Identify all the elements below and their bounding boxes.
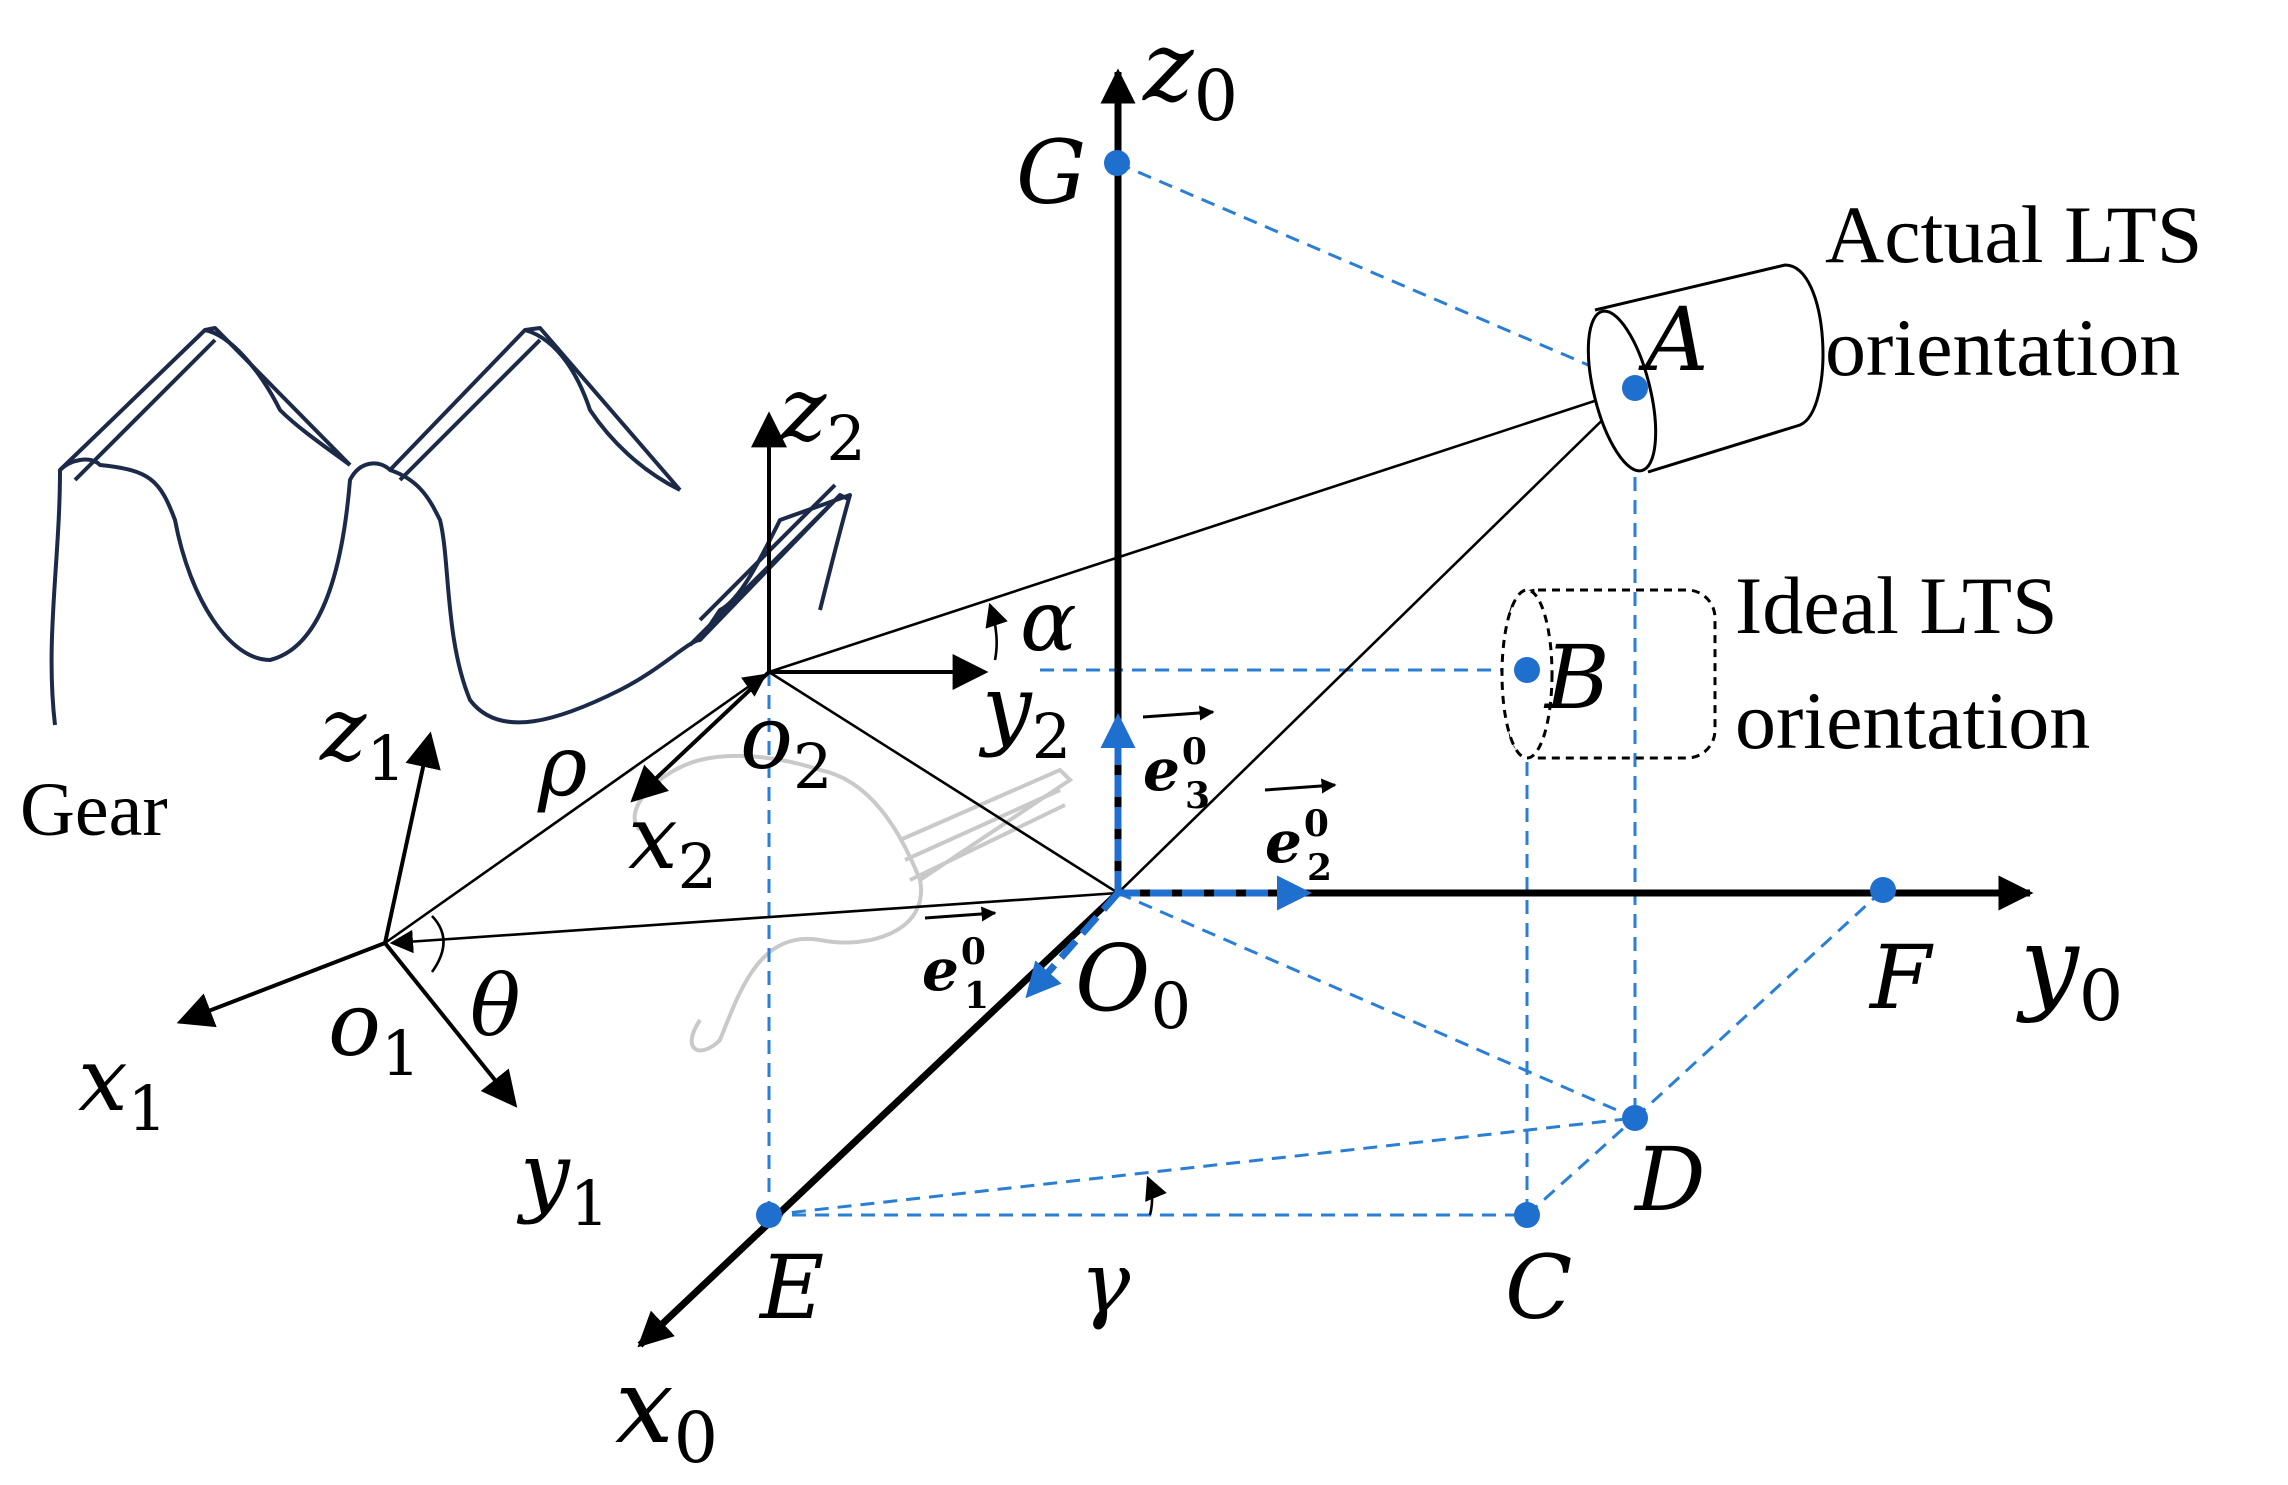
position-vectors	[384, 385, 1631, 1216]
label-E: E	[758, 1236, 824, 1339]
label-z2: z2	[779, 358, 866, 475]
label-o1: o1	[328, 973, 420, 1090]
label-ideal-line2: orientation	[1735, 675, 2090, 766]
label-y1: y1	[516, 1123, 609, 1240]
construction-lines	[767, 161, 1885, 1217]
label-A: A	[1638, 288, 1709, 391]
label-G: G	[1016, 121, 1086, 224]
label-C: C	[1505, 1236, 1572, 1339]
label-y0: y0	[2016, 903, 2123, 1037]
label-actual-line1: Actual LTS	[1825, 189, 2202, 280]
label-gear: Gear	[20, 768, 168, 852]
e1-vector	[1025, 890, 1121, 999]
label-gamma: γ	[1080, 1234, 1131, 1332]
actual-lts-sensor	[1586, 263, 1825, 474]
label-theta: θ	[470, 957, 521, 1055]
label-ideal-line1: Ideal LTS	[1735, 560, 2058, 651]
label-x1: x1	[78, 1028, 167, 1145]
point-G	[1104, 150, 1130, 176]
label-alpha: α	[1020, 572, 1077, 670]
frame-o1	[176, 731, 518, 1108]
unit-vectors	[1025, 713, 1312, 999]
svg-text:e01: e01	[922, 931, 989, 1017]
point-B	[1514, 657, 1540, 683]
point-F	[1870, 877, 1896, 903]
label-actual-line2: orientation	[1825, 302, 2180, 393]
gear-ghost	[632, 753, 1074, 1053]
label-rho: ρ	[537, 717, 587, 815]
label-x2: x2	[628, 786, 717, 903]
x0-axis	[637, 890, 1121, 1348]
label-B: B	[1543, 626, 1610, 729]
svg-text:e02: e02	[1265, 803, 1332, 889]
point-E	[756, 1202, 782, 1228]
points	[756, 150, 1896, 1228]
label-D: D	[1633, 1128, 1706, 1231]
label-F: F	[1868, 926, 1934, 1029]
label-z1: z1	[319, 678, 406, 795]
label-y2: y2	[978, 656, 1071, 773]
label-x0: x0	[615, 1345, 718, 1479]
label-o2: o2	[740, 686, 832, 803]
svg-text:e03: e03	[1143, 731, 1210, 817]
gear-drawing	[49, 326, 852, 726]
point-D	[1622, 1105, 1648, 1131]
point-C	[1514, 1202, 1540, 1228]
point-A	[1622, 375, 1648, 401]
label-O0: O0	[1075, 925, 1191, 1044]
label-z0: z0	[1142, 11, 1238, 137]
